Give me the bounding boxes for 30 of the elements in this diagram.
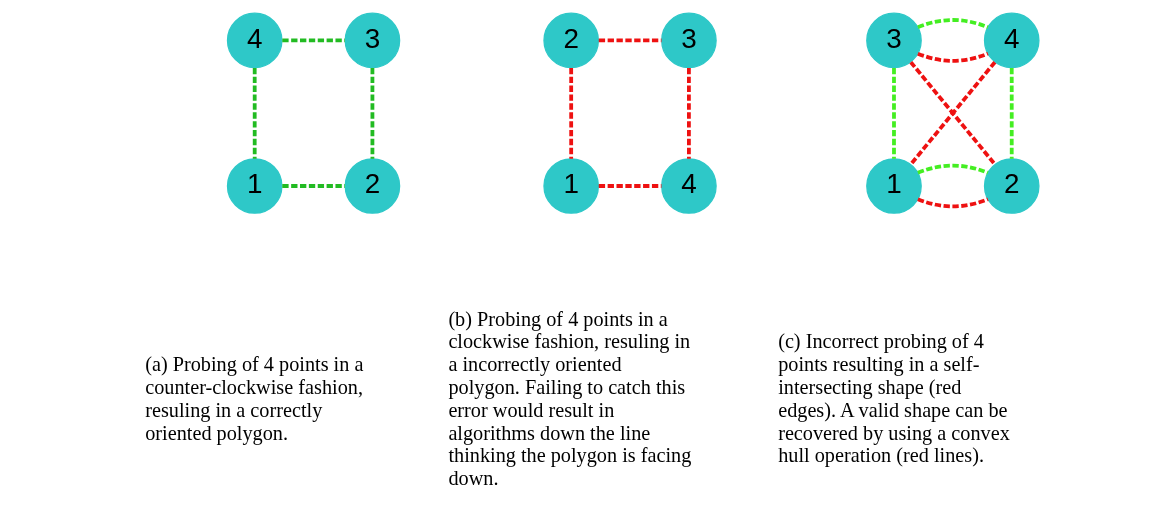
node-circle: 4 bbox=[660, 158, 717, 214]
connector bbox=[916, 197, 989, 209]
connector bbox=[370, 67, 374, 159]
node-circle: 2 bbox=[542, 12, 599, 69]
node-circle: 1 bbox=[865, 158, 922, 214]
node-circle: 2 bbox=[344, 158, 400, 214]
label: (a) Probing of 4 points in a counter-clockwise fashion, resuling in a correctly oriented polygon. bbox=[144, 353, 363, 444]
connector bbox=[916, 51, 989, 63]
connector bbox=[598, 38, 661, 43]
node-circle: 3 bbox=[660, 12, 717, 69]
connector bbox=[281, 38, 345, 43]
connector bbox=[281, 184, 345, 188]
connector bbox=[252, 67, 257, 159]
node-circle: 2 bbox=[983, 158, 1040, 214]
connector bbox=[568, 67, 573, 159]
label: (c) Incorrect probing of 4 points resulting in a self-intersecting shape (red edges). A valid shape can be recovered by using a convex hull operation (red lines). bbox=[777, 330, 1010, 467]
connector bbox=[916, 18, 989, 30]
connector bbox=[598, 184, 661, 188]
node-circle: 1 bbox=[226, 158, 283, 214]
label: (b) Probing of 4 points in a clockwise fashion, resuling in a incorrectly oriented polygon. Failing to catch this error would result in algorithms down the line thinking the polygon is facing down. bbox=[447, 307, 691, 490]
connector bbox=[686, 67, 691, 159]
connector bbox=[891, 67, 896, 159]
node-circle: 3 bbox=[344, 12, 400, 69]
connector bbox=[1009, 67, 1014, 159]
node-circle: 3 bbox=[865, 12, 922, 69]
node-circle: 4 bbox=[983, 12, 1040, 69]
connector bbox=[908, 61, 996, 166]
connector bbox=[916, 163, 989, 175]
node-circle: 4 bbox=[226, 12, 283, 69]
node-circle: 1 bbox=[542, 158, 599, 214]
